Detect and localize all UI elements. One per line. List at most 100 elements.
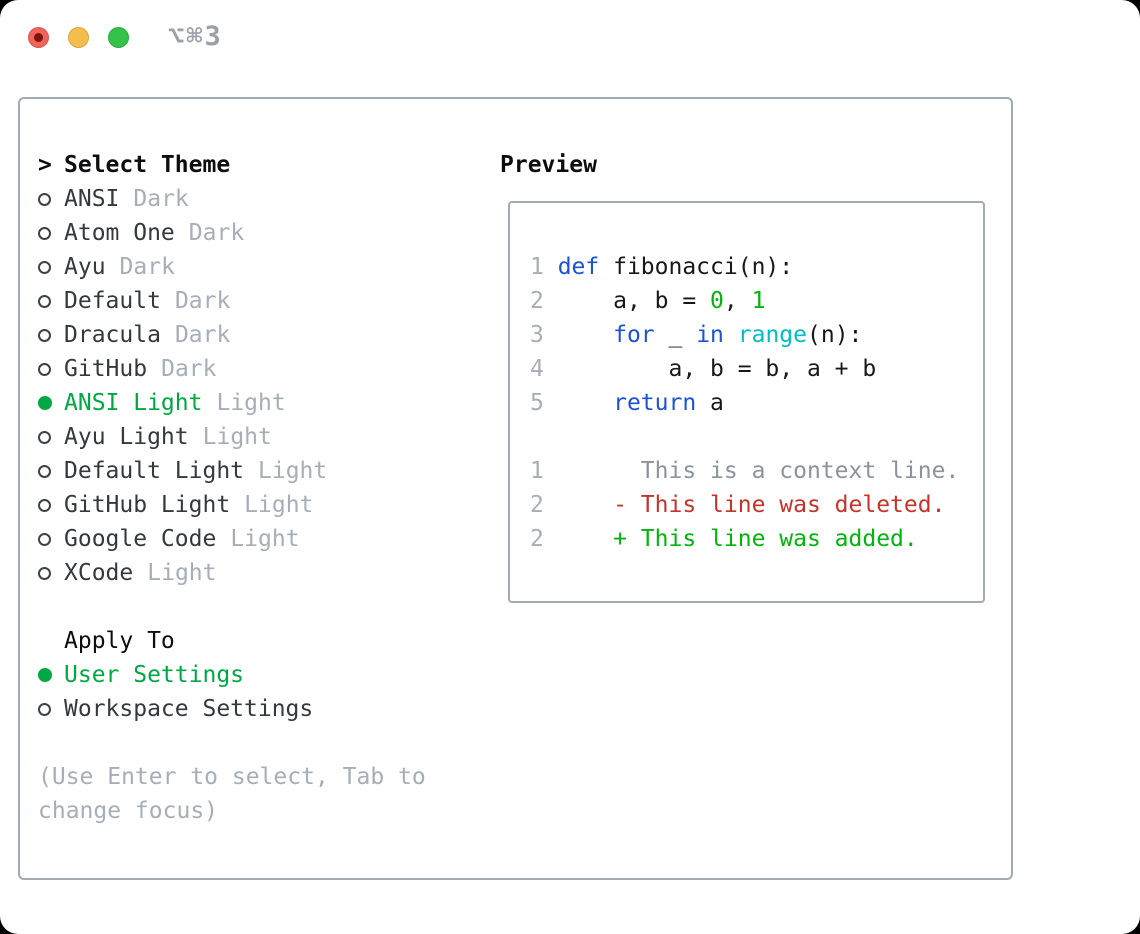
- radio-icon: [38, 702, 51, 716]
- hint-text: (Use Enter to select, Tab to change focu…: [38, 764, 426, 824]
- theme-variant-label: Light: [147, 560, 217, 586]
- radio-icon: [38, 226, 51, 240]
- code-token: (n):: [807, 322, 863, 348]
- line-number: 1: [530, 458, 558, 484]
- theme-option-xcode-label: XCode: [64, 560, 134, 586]
- code-line: 2 + This line was added.: [530, 522, 959, 556]
- radio-icon: [38, 464, 51, 478]
- code-token: + This line was added.: [557, 526, 918, 552]
- theme-option-atom-one-label: Atom One: [64, 220, 175, 246]
- theme-variant-label: Dark: [161, 356, 217, 382]
- code-token: a, b =: [557, 288, 711, 314]
- theme-option-ansi-label: ANSI: [64, 186, 120, 212]
- theme-option-default-light-label: Default Light: [64, 458, 245, 484]
- radio-icon: [38, 498, 51, 512]
- theme-option-dracula-label: Dracula: [64, 322, 161, 348]
- theme-variant-label: Dark: [133, 186, 189, 212]
- close-button[interactable]: [28, 27, 49, 48]
- line-number: 3: [530, 322, 558, 348]
- code-line: 2 - This line was deleted.: [530, 488, 959, 522]
- theme-picker-title: Select Theme: [64, 152, 231, 178]
- code-line: 1 def fibonacci(n):: [530, 250, 959, 284]
- line-number: 4: [530, 356, 558, 382]
- radio-icon: [38, 566, 51, 580]
- theme-option-github[interactable]: GitHub Dark: [38, 352, 327, 386]
- radio-icon: [38, 328, 51, 342]
- theme-variant-label: Dark: [174, 288, 231, 314]
- theme-option-ansi[interactable]: ANSI Dark: [38, 182, 327, 216]
- apply-option-user-settings-label: User Settings: [64, 662, 245, 688]
- radio-icon: [38, 294, 51, 308]
- code-line: 5 return a: [530, 386, 959, 420]
- radio-icon: [38, 192, 51, 206]
- preview-title: Preview: [500, 152, 597, 178]
- theme-option-default[interactable]: Default Dark: [38, 284, 327, 318]
- code-token: 1: [751, 288, 766, 314]
- minimize-button[interactable]: [68, 27, 89, 48]
- theme-option-ayu-light[interactable]: Ayu Light Light: [38, 420, 327, 454]
- theme-option-default-light[interactable]: Default Light Light: [38, 454, 327, 488]
- line-number: 5: [530, 390, 558, 416]
- radio-icon: [38, 362, 51, 376]
- code-token: return: [613, 390, 697, 416]
- theme-option-xcode[interactable]: XCode Light: [38, 556, 327, 590]
- line-number: 2: [530, 526, 558, 552]
- code-line: 3 for _ in range(n):: [530, 318, 959, 352]
- theme-option-ansi-light-label: ANSI Light: [64, 390, 203, 416]
- theme-option-github-label: GitHub: [64, 356, 148, 382]
- line-number: 1: [530, 254, 558, 280]
- code-token: _: [654, 322, 697, 348]
- theme-option-ayu-label: Ayu: [64, 254, 106, 280]
- apply-to-title: Apply To: [64, 628, 175, 654]
- radio-icon: [38, 532, 51, 546]
- code-line: 4 a, b = b, a + b: [530, 352, 959, 386]
- code-token: ,: [723, 288, 752, 314]
- code-token: - This line was deleted.: [557, 492, 946, 518]
- theme-option-google-code-label: Google Code: [64, 526, 217, 552]
- code-token: 0: [710, 288, 724, 314]
- code-token: This is a context line.: [557, 458, 960, 484]
- code-token: [558, 322, 613, 348]
- window-shortcut-label: ⌥⌘3: [168, 21, 223, 52]
- theme-option-ayu-light-label: Ayu Light: [64, 424, 189, 450]
- code-line: [530, 420, 959, 454]
- theme-picker-header: > Select Theme: [38, 148, 327, 182]
- theme-variant-label: Light: [202, 424, 272, 450]
- theme-variant-label: Dark: [174, 322, 231, 348]
- code-token: for: [613, 322, 655, 348]
- code-token: fibonacci(n):: [599, 254, 794, 280]
- theme-option-default-label: Default: [64, 288, 161, 314]
- line-number: 2: [530, 492, 558, 518]
- apply-option-user-settings[interactable]: User Settings: [38, 658, 313, 692]
- titlebar: [28, 27, 129, 48]
- radio-icon: [38, 430, 51, 444]
- theme-variant-label: Light: [258, 458, 328, 484]
- code-token: def: [557, 254, 600, 280]
- theme-option-dracula[interactable]: Dracula Dark: [38, 318, 327, 352]
- selection-cursor-icon: >: [38, 152, 52, 178]
- line-number: [530, 424, 558, 450]
- code-line: 2 a, b = 0, 1: [530, 284, 959, 318]
- zoom-button[interactable]: [108, 27, 129, 48]
- theme-variant-label: Light: [244, 492, 314, 518]
- code-token: in: [696, 322, 724, 348]
- radio-icon: [38, 260, 51, 274]
- line-number: 2: [530, 288, 558, 314]
- code-token: [558, 390, 613, 416]
- apply-option-workspace-settings[interactable]: Workspace Settings: [38, 692, 313, 726]
- apply-option-workspace-settings-label: Workspace Settings: [64, 696, 314, 722]
- radio-selected-icon: [38, 396, 52, 410]
- code-token: a: [696, 390, 724, 416]
